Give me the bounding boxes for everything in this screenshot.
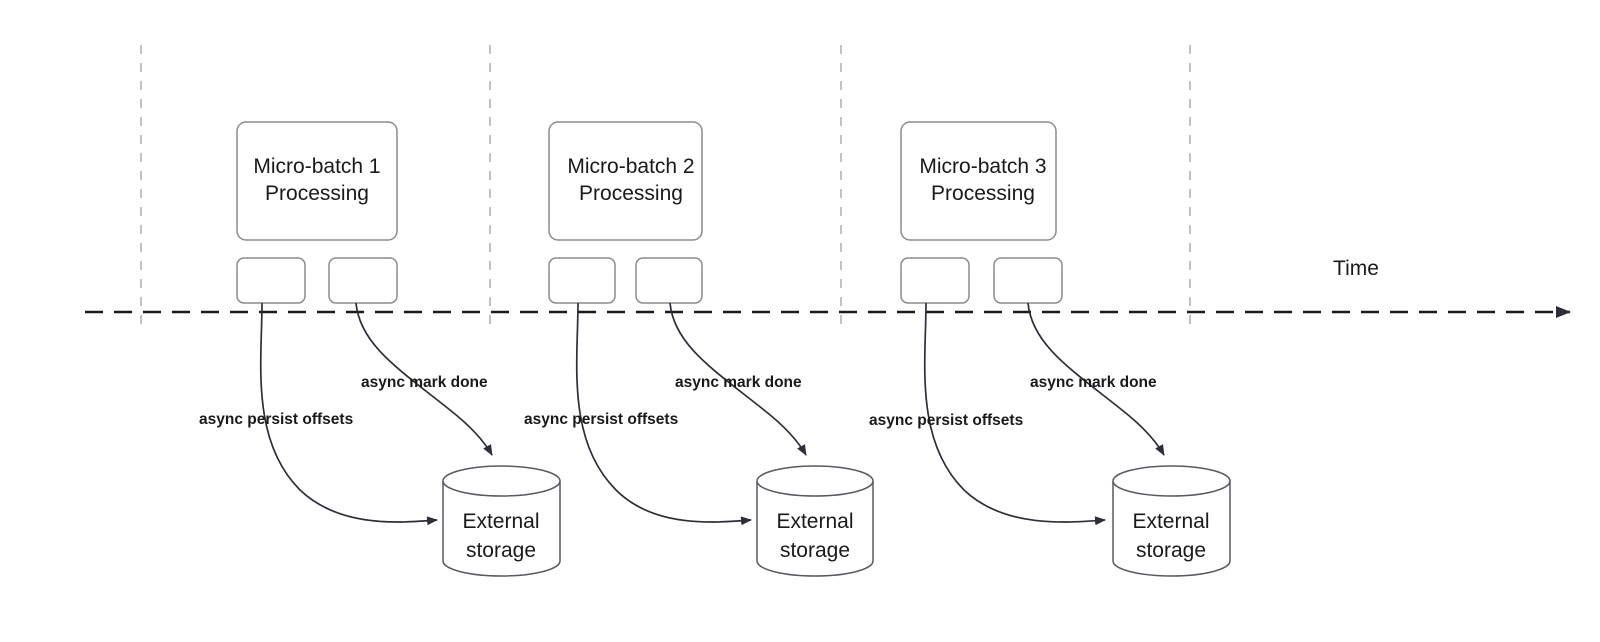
async-persist-offsets-label-2: async persist offsets: [524, 411, 678, 428]
task-box-mark-3[interactable]: [993, 257, 1063, 304]
micro-batch-box-2-label-line2: Processing: [579, 182, 683, 205]
group-2: [548, 121, 874, 577]
micro-batch-box-3-label-line2: Processing: [931, 182, 1035, 205]
async-mark-done-label-2: async mark done: [675, 374, 802, 391]
external-storage-3-label-line2: storage: [1136, 539, 1206, 562]
micro-batch-box-3-label-line1: Micro-batch 3: [919, 155, 1046, 178]
async-mark-done-label-3: async mark done: [1030, 374, 1157, 391]
task-box-mark-1[interactable]: [328, 257, 398, 304]
micro-batch-box-1-label-line1: Micro-batch 1: [253, 155, 380, 178]
external-storage-2-label-line2: storage: [780, 539, 850, 562]
task-box-mark-2[interactable]: [635, 257, 703, 304]
arrow-async-persist-offsets-2: [575, 302, 752, 526]
external-storage-1-label-line1: External: [462, 510, 539, 533]
external-storage-1-label-line2: storage: [466, 539, 536, 562]
micro-batch-box-3[interactable]: [900, 121, 1057, 241]
external-storage-2-label-line1: External: [776, 510, 853, 533]
arrow-async-persist-offsets-1: [259, 302, 438, 526]
group-3: [900, 121, 1231, 577]
micro-batch-box-2[interactable]: [548, 121, 703, 241]
arrow-async-mark-done-3: [1027, 302, 1165, 456]
task-box-persist-1[interactable]: [236, 257, 306, 304]
text-layer: Micro-batch 1 Processing Micro-batch 2 P…: [199, 155, 1379, 562]
task-box-persist-2[interactable]: [548, 257, 616, 304]
external-storage-cylinder-1[interactable]: [442, 465, 561, 577]
async-persist-offsets-label-3: async persist offsets: [869, 412, 1023, 429]
time-axis-label: Time: [1333, 257, 1379, 280]
group-1: [236, 121, 561, 577]
arrow-async-persist-offsets-3: [923, 302, 1106, 526]
external-storage-3-label-line1: External: [1132, 510, 1209, 533]
arrow-async-mark-done-1: [355, 302, 493, 456]
external-storage-cylinder-2[interactable]: [756, 465, 874, 577]
async-mark-done-label-1: async mark done: [361, 374, 488, 391]
micro-batch-box-1[interactable]: [236, 121, 398, 241]
task-box-persist-3[interactable]: [900, 257, 970, 304]
arrow-async-mark-done-2: [669, 302, 807, 456]
micro-batch-box-1-label-line2: Processing: [265, 182, 369, 205]
external-storage-cylinder-3[interactable]: [1112, 465, 1231, 577]
async-persist-offsets-label-1: async persist offsets: [199, 411, 353, 428]
micro-batch-box-2-label-line1: Micro-batch 2: [567, 155, 694, 178]
